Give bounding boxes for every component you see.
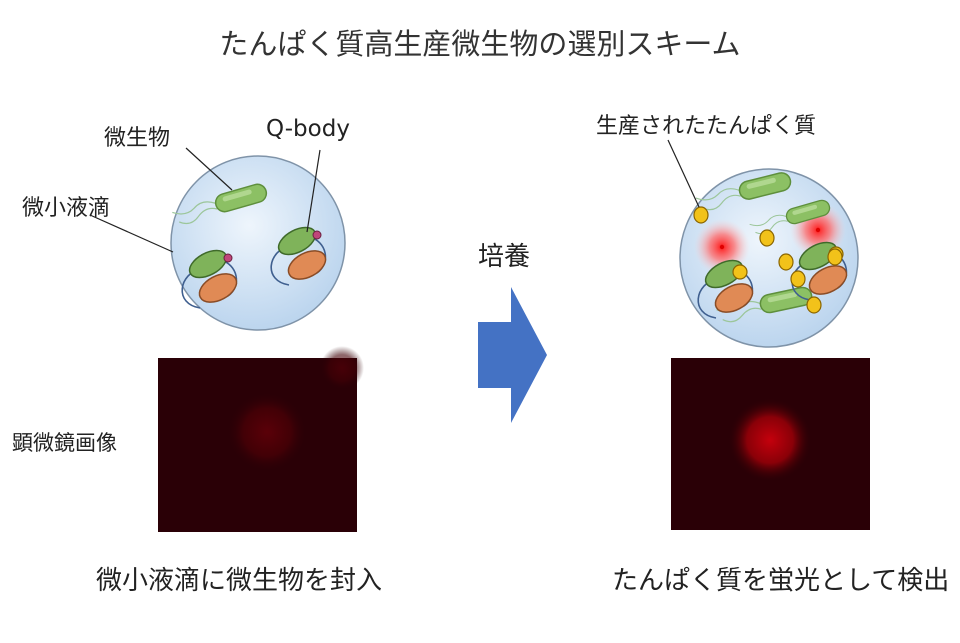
microscope-image-before [158, 346, 364, 532]
label-microscope-image: 顕微鏡画像 [12, 431, 117, 455]
incubation-arrow [478, 287, 547, 423]
droplet-before-incubation [170, 155, 346, 331]
label-qbody: Q-body [266, 116, 350, 142]
qbody-icon [181, 244, 243, 309]
label-produced-protein: 生産されたたんぱく質 [596, 114, 817, 139]
leader-line-protein [667, 139, 700, 208]
microscope-image-after [671, 358, 870, 530]
leader-line-qbody [306, 149, 321, 233]
label-microbe: 微生物 [104, 126, 171, 151]
caption-encapsulation: 微小液滴に微生物を封入 [96, 566, 383, 596]
page-title: たんぱく質高生産微生物の選別スキーム [219, 27, 741, 61]
produced-protein-dots [693, 206, 843, 314]
leader-line-microbe [185, 147, 233, 191]
droplet-after-incubation [679, 168, 859, 348]
label-droplet: 微小液滴 [22, 196, 111, 221]
qbody-icon [697, 254, 759, 319]
caption-detection: たんぱく質を蛍光として検出 [612, 566, 950, 596]
leader-line-droplet [89, 214, 174, 253]
qbody-icon [270, 221, 332, 286]
label-incubation: 培養 [478, 242, 531, 272]
